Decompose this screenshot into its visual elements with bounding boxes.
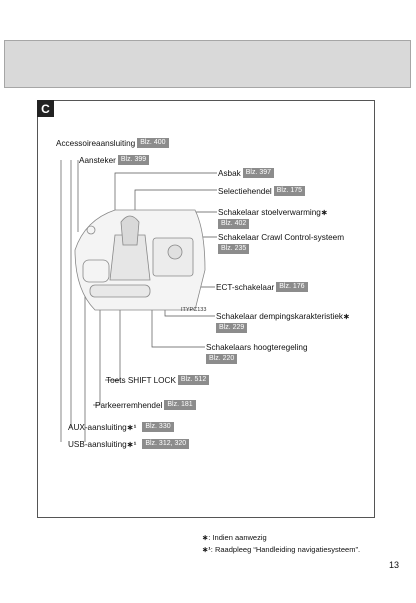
page-reference: Blz. 229 xyxy=(216,323,248,333)
console-illustration xyxy=(60,160,217,442)
label-crawl-control: Schakelaar Crawl Control-systeem xyxy=(218,233,345,242)
leader-line xyxy=(93,310,101,406)
page-reference: Blz. 175 xyxy=(273,186,306,196)
page-reference: Blz. 181 xyxy=(164,400,196,410)
page-number: 13 xyxy=(389,560,400,570)
footnote-optional: ∗: Indien aanwezig xyxy=(202,533,267,542)
header-band xyxy=(4,40,411,88)
leader-line xyxy=(151,295,205,348)
parking-brake xyxy=(89,284,151,298)
leader-line xyxy=(114,172,217,222)
page-reference: Blz. 312, 320 xyxy=(142,439,190,449)
label-hoogteregeling: Schakelaars hoogteregeling xyxy=(206,343,308,352)
leader-line xyxy=(105,290,121,381)
label-stoelverwarming: Schakelaar stoelverwarming∗ xyxy=(218,208,328,217)
cupholder xyxy=(82,259,110,283)
page-reference: Blz. 176 xyxy=(276,282,308,292)
aux-port xyxy=(86,225,96,235)
page-reference: Blz. 235 xyxy=(218,244,250,254)
page-reference: Blz. 220 xyxy=(206,354,238,364)
page-reference: Blz. 400 xyxy=(137,138,169,148)
page-reference: Blz. 330 xyxy=(142,422,174,432)
section-frame xyxy=(37,100,375,518)
footnote-navigation: ∗¹: Raadpleeg “Handleiding navigatiesyst… xyxy=(202,545,361,554)
label-dempingskarakteristiek: Schakelaar dempingskarakteristiek∗ xyxy=(216,312,350,321)
page-reference: Blz. 512 xyxy=(177,375,210,385)
section-letter: C xyxy=(37,100,54,117)
figure-code: ITYPC133 xyxy=(181,307,207,313)
page-reference: Blz. 402 xyxy=(218,219,250,229)
gear-lever-knob xyxy=(120,215,140,246)
page-reference: Blz. 397 xyxy=(242,168,275,178)
control-dial xyxy=(167,244,183,260)
page-reference: Blz. 399 xyxy=(117,155,150,165)
